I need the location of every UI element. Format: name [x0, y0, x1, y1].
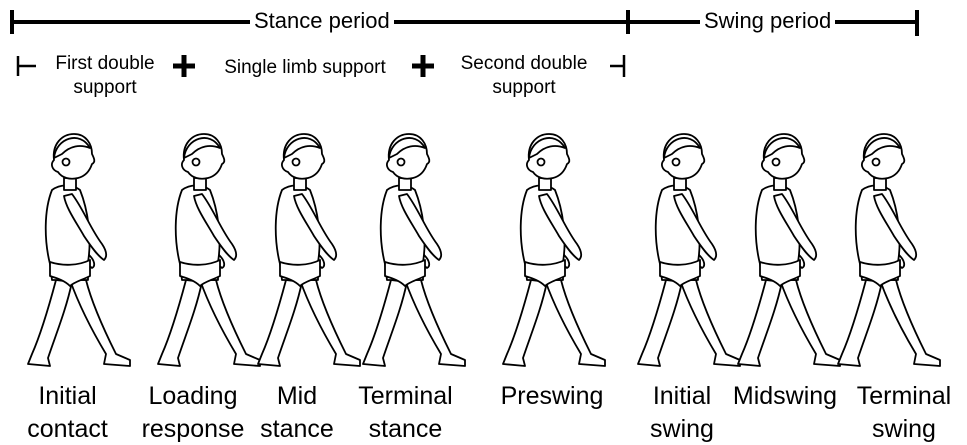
- swing-period-label: Swing period: [700, 10, 835, 32]
- phase-label: Terminal stance: [343, 380, 468, 445]
- figure-terminal-swing: [838, 134, 940, 366]
- phase-label: Terminal swing: [845, 380, 963, 445]
- figure-midswing: [738, 134, 840, 366]
- figure-loading-response: [158, 134, 260, 366]
- stance-period-label: Stance period: [250, 10, 394, 32]
- figure-initial-contact: [28, 134, 130, 366]
- phase-label: Midswing: [724, 380, 846, 413]
- phase-label: Preswing: [482, 380, 622, 413]
- phase-label: Mid stance: [252, 380, 342, 445]
- first-double-support-label: First double support: [40, 52, 170, 100]
- phase-label: Initial swing: [636, 380, 728, 445]
- figure-initial-swing: [638, 134, 740, 366]
- second-double-support-label: Second double support: [440, 52, 608, 100]
- figure-terminal-stance: [363, 134, 465, 366]
- figure-mid-stance: [258, 134, 360, 366]
- phase-label: Loading response: [133, 380, 253, 445]
- single-limb-support-label: Single limb support: [200, 56, 410, 80]
- figures: [28, 134, 940, 366]
- phase-label: Initial contact: [10, 380, 125, 445]
- figure-preswing: [503, 134, 605, 366]
